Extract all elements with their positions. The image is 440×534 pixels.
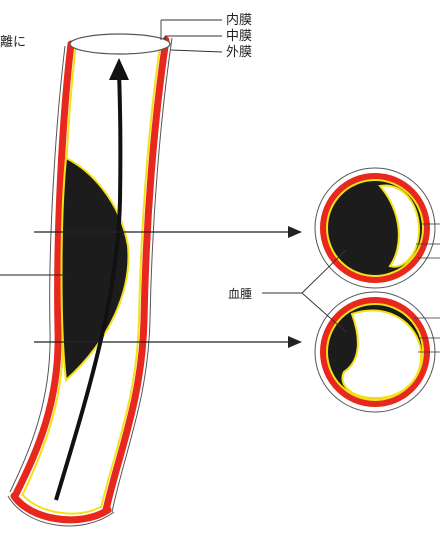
- section-arrow-upper-head: [288, 226, 302, 238]
- vessel-top-opening: [70, 34, 170, 54]
- adventitia-label: 外膜: [226, 45, 252, 60]
- media-label: 中膜: [226, 29, 252, 44]
- section-arrow-lower-head: [288, 336, 302, 348]
- layer-labels: 内膜 中膜 外膜: [161, 12, 252, 60]
- adventitia-leader: [171, 50, 222, 52]
- left-partial-label: 離に: [0, 35, 26, 50]
- hematoma-label: 血腫: [228, 287, 252, 301]
- hematoma-callout: 血腫: [228, 250, 346, 332]
- hematoma-leader-upper: [302, 250, 346, 293]
- intima-label: 内膜: [226, 12, 252, 28]
- cross-section-lower: [315, 292, 435, 412]
- blood-flow-arrowhead: [109, 58, 129, 80]
- cross-section-upper: [315, 168, 435, 288]
- vessel-longitudinal: [8, 34, 172, 526]
